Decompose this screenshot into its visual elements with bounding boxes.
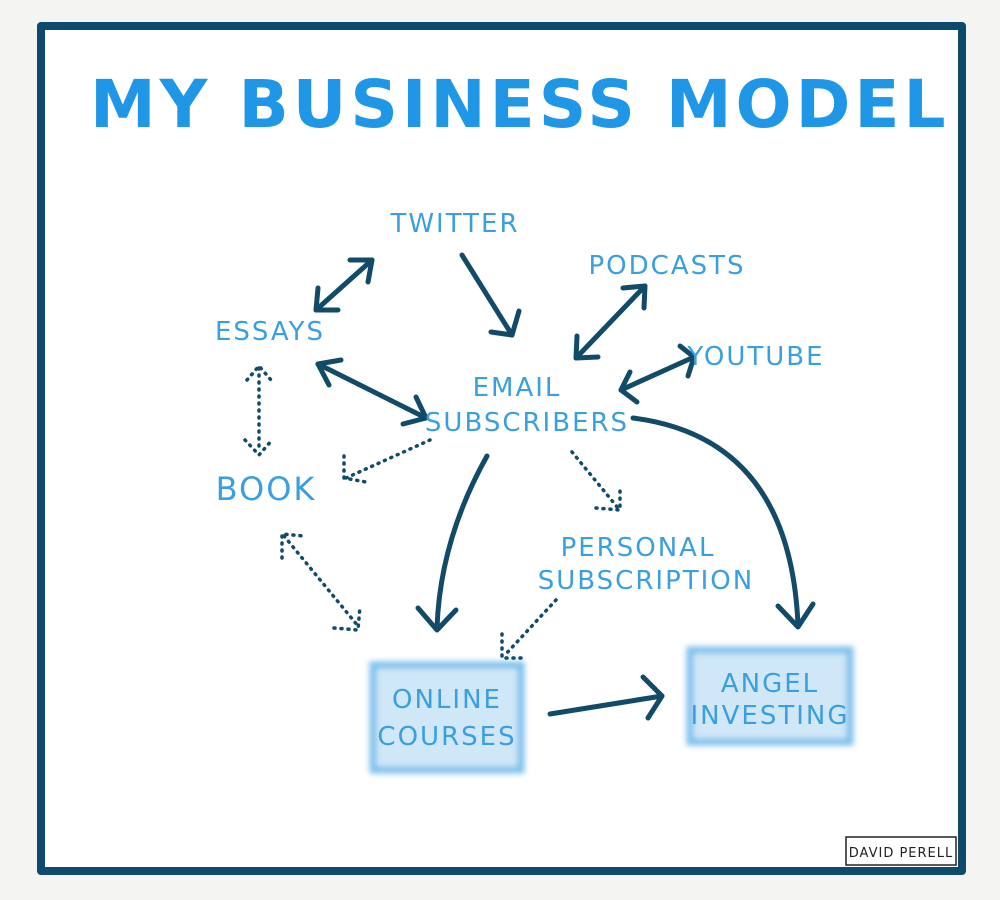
dotted-arrow-personal-online-courses bbox=[500, 598, 558, 660]
arrow-email-online-courses bbox=[415, 453, 490, 633]
node-personal-line1: PERSONAL bbox=[561, 533, 716, 563]
node-angel-line2: INVESTING bbox=[691, 701, 850, 731]
node-angel-line1: ANGEL bbox=[721, 669, 819, 699]
dotted-arrow-email-book bbox=[342, 438, 432, 484]
arrow-podcasts-email bbox=[573, 283, 648, 361]
node-email-line2: SUBSCRIBERS bbox=[425, 408, 629, 438]
angel-investing-box bbox=[686, 646, 854, 746]
diagram-title: MY BUSINESS MODEL bbox=[90, 66, 950, 143]
node-online-line2: COURSES bbox=[377, 722, 516, 752]
signature-box: DAVID PERELL bbox=[845, 836, 957, 866]
dotted-arrow-book-online-courses bbox=[280, 532, 362, 632]
node-email-line1: EMAIL bbox=[473, 373, 562, 403]
dotted-arrow-essays-book bbox=[243, 363, 274, 458]
online-courses-box bbox=[369, 661, 525, 774]
arrow-online-courses-angel bbox=[547, 674, 665, 721]
node-online-line1: ONLINE bbox=[392, 685, 502, 715]
arrow-twitter-essays bbox=[313, 257, 375, 313]
node-podcasts: PODCASTS bbox=[589, 251, 746, 281]
signature-text: DAVID PERELL bbox=[849, 846, 954, 861]
dotted-arrow-email-personal bbox=[570, 450, 622, 512]
node-personal-line2: SUBSCRIPTION bbox=[538, 566, 754, 596]
node-youtube: YOUTUBE bbox=[686, 342, 824, 372]
node-book: BOOK bbox=[216, 470, 317, 508]
arrow-youtube-email bbox=[618, 343, 697, 405]
arrow-twitter-email bbox=[459, 252, 522, 338]
arrow-essays-email bbox=[315, 357, 429, 427]
arrow-email-angel-investing bbox=[630, 415, 816, 630]
node-twitter: TWITTER bbox=[389, 209, 519, 239]
node-essays: ESSAYS bbox=[215, 317, 325, 347]
